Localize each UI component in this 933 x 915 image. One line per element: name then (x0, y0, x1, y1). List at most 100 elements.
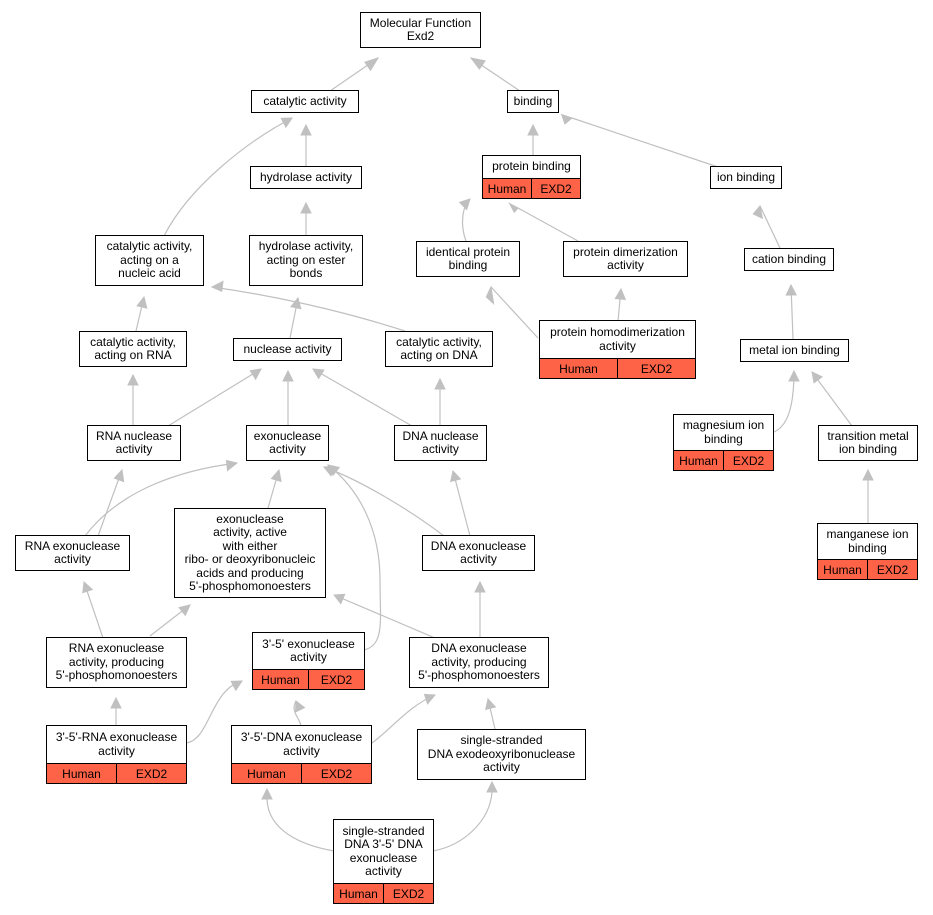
edge-cat-nucleic-to-catalytic (163, 117, 293, 237)
node-label-line: DNA nuclease (402, 428, 479, 443)
node-label-line: activity (607, 258, 644, 272)
node-hydrolase-activity[interactable]: hydrolase activity (250, 166, 362, 189)
arrowhead (312, 368, 325, 380)
node-label-line: activity (54, 552, 91, 566)
species-cell: Human (823, 562, 862, 577)
node-label-line: acids and producing (196, 565, 304, 580)
node-label-line: acting on RNA (94, 348, 172, 362)
node-label-line: 3'-5'-DNA exonuclease (240, 730, 363, 744)
edge-cat-dna-to-cat-nucleic (211, 286, 406, 332)
node-label-line: Molecular Function (369, 15, 472, 30)
arrowhead (469, 57, 486, 70)
node-label: binding (508, 91, 558, 112)
node-label-line: protein homodimerization (550, 325, 685, 339)
node-label-line: DNA exodeoxyribonuclease (427, 746, 576, 761)
node-binding[interactable]: binding (507, 90, 559, 113)
node-label-line: protein binding (492, 159, 571, 174)
node-catalytic-acting-rna[interactable]: catalytic activity,acting on RNA (79, 331, 187, 367)
arrowhead (82, 580, 94, 594)
edge-rna-nuclease-to-nuclease (167, 368, 262, 427)
node-label-line: activity (115, 442, 153, 456)
arrowhead (485, 697, 497, 711)
edge-ss-dna-35-to-dna-exo-35 (266, 798, 335, 852)
gene-cell: EXD2 (723, 451, 773, 470)
arrowhead (486, 780, 498, 793)
node-cation-binding[interactable]: cation binding (744, 248, 834, 271)
arrowhead (450, 469, 462, 483)
arrowhead (178, 604, 191, 617)
node-label-line: ion binding (838, 442, 898, 456)
node-label: catalytic activity,acting on DNA (386, 332, 492, 366)
edge-ss-dna-35-to-ss-dna-exo (432, 791, 493, 852)
arrowhead (423, 693, 437, 705)
node-nuclease-activity[interactable]: nuclease activity (233, 338, 342, 361)
node-label-line: catalytic activity, (90, 334, 176, 349)
node-label-line: magnesium ion (682, 418, 765, 432)
edge-cation-to-ion-binding (759, 205, 781, 249)
node-metal-ion-binding[interactable]: metal ion binding (740, 339, 849, 362)
node-label-line: RNA exonuclease (68, 641, 165, 656)
node-label-line: acting on DNA (400, 348, 478, 362)
node-label-line: metal ion binding (749, 342, 840, 357)
gene-cell: EXD2 (116, 764, 186, 783)
arrowhead (788, 369, 800, 382)
node-label: metal ion binding (741, 340, 848, 361)
node-label-line: exonuclease (253, 428, 322, 443)
arrowhead (282, 369, 294, 382)
node-catalytic-acting-dna[interactable]: catalytic activity,acting on DNA (385, 331, 493, 367)
species-cell: Human (679, 453, 718, 468)
node-ion-binding[interactable]: ion binding (710, 166, 782, 189)
arrowhead (614, 287, 627, 300)
node-label-line: activity, producing (431, 654, 527, 669)
node-catalytic-activity[interactable]: catalytic activity (251, 90, 359, 113)
node-label-line: nuclease activity (243, 341, 332, 356)
arrowhead (280, 117, 293, 129)
edge-dna-nuclease-to-nuclease (312, 368, 413, 427)
node-label: nuclease activity (234, 339, 341, 360)
arrowhead (560, 113, 573, 125)
arrowhead (210, 280, 224, 293)
edge-homodimer-to-identical (490, 286, 539, 339)
node-label-line: RNA exonuclease (24, 538, 121, 553)
edge-rna-exo-to-rna-nuclease (97, 469, 123, 537)
node-label: catalytic activity,acting on RNA (80, 332, 186, 366)
node-label-line: hydrolase activity, (258, 239, 354, 254)
arrowhead (527, 123, 539, 136)
arrowhead (270, 468, 282, 483)
node-label-line: ribo- or deoxyribonucleic (184, 552, 316, 566)
